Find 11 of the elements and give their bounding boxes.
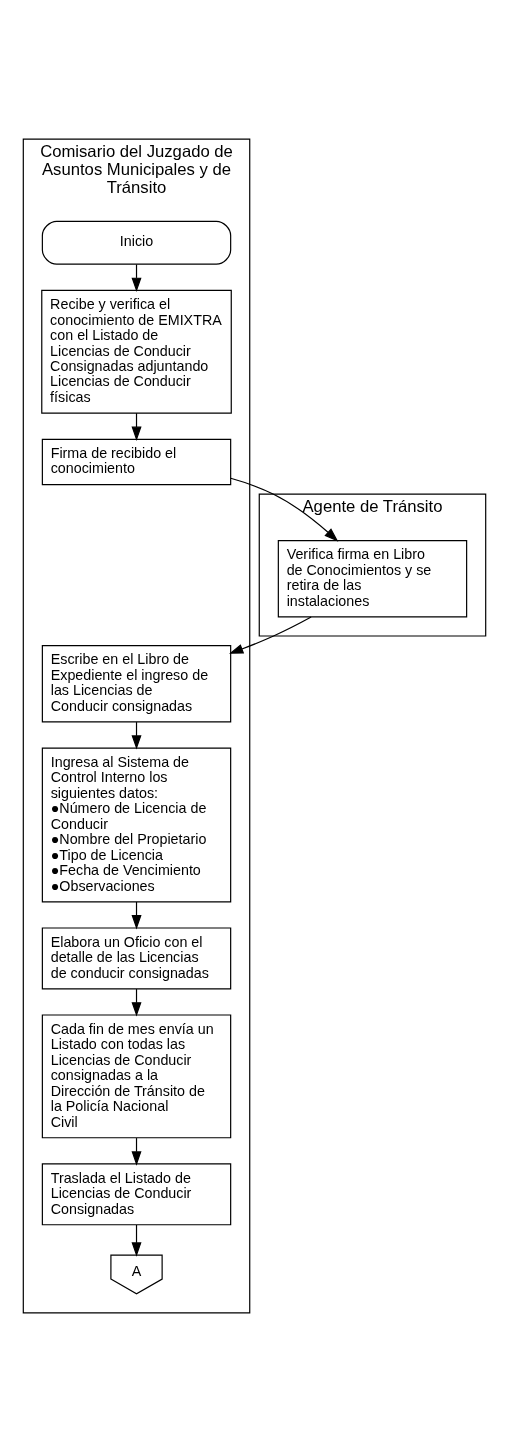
node-box: Elabora un Oficio con el detalle de las Licencias de conducir consignadas: [41, 926, 231, 989]
node-box: Firma de recibido el conocimiento: [41, 438, 231, 485]
node-box: Recibe y verifica el conocimiento de EMIXTRA con el Listado de Licencias de Conducir Consignadas adjuntando Licencias de Conducir físicas: [40, 289, 232, 414]
node-box: Escribe en el Libro de Expediente el ingreso de las Licencias de Conducir consignadas: [41, 644, 231, 722]
arrow: [229, 477, 338, 542]
node-box: Verifica firma en Libro de Conocimientos y se retira de las instalaciones: [277, 539, 467, 618]
arrow: [228, 616, 312, 654]
node-box: Cada fin de mes envía un Listado con todas las Licencias de Conducir consignadas a la Dirección de Tránsito de la Policía Nacional Civil: [41, 1013, 231, 1138]
node-box: Traslada el Listado de Licencias de Conducir Consignadas: [41, 1162, 231, 1225]
node-box: Inicio: [41, 220, 231, 265]
node-box: Ingresa al Sistema de Control Interno los siguientes datos: ●Número de Licencia de Conducir ●Nombre del Propietario ●Tipo de Licencia ●Fecha de Vencimiento ●Observaciones: [41, 746, 231, 902]
